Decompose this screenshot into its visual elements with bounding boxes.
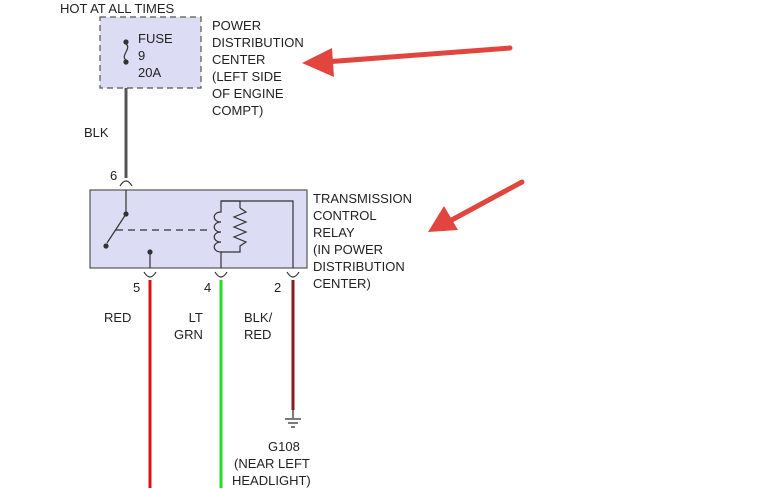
blk-red-wire-label: BLK/ RED [244, 310, 273, 342]
fuse-number: 9 [138, 48, 146, 63]
bottom-connectors [143, 271, 300, 278]
pin-5-label: 5 [133, 280, 141, 295]
pdc-label-4: OF ENGINE [212, 86, 284, 101]
ground-location-0: (NEAR LEFT [234, 456, 310, 471]
hot-at-all-times-label: HOT AT ALL TIMES [60, 1, 175, 16]
relay-label-2: RELAY [313, 225, 355, 240]
lt-grn-wire-label: LT GRN [174, 310, 203, 342]
arrow-icon [302, 45, 513, 77]
pdc-label-1: DISTRIBUTION [212, 35, 304, 50]
relay-label-1: CONTROL [313, 208, 377, 223]
ground-icon [285, 410, 301, 428]
pdc-label-0: POWER [212, 18, 262, 33]
relay-box [89, 189, 308, 269]
pdc-label-2: CENTER [212, 52, 266, 67]
ground-location-1: HEADLIGHT) [232, 473, 311, 488]
ground-id: G108 [268, 439, 300, 454]
red-wire-label: RED [104, 310, 132, 325]
relay-switch [103, 190, 212, 268]
blk-wire-label: BLK [84, 125, 109, 140]
relay-label-4: DISTRIBUTION [313, 259, 405, 274]
relay-label-5: CENTER) [313, 276, 371, 291]
relay-label-3: (IN POWER [313, 242, 384, 257]
relay-label-0: TRANSMISSION [313, 191, 412, 206]
pin-4-label: 4 [204, 280, 212, 295]
pdc-label-5: COMPT) [212, 103, 264, 118]
connector-6 [119, 180, 133, 187]
fuse-rating: 20A [138, 65, 162, 80]
pin-6-label: 6 [110, 168, 118, 183]
fuse-symbol [123, 39, 129, 65]
fuse-box [99, 16, 202, 89]
relay-coil [213, 200, 294, 268]
arrow-icon [428, 179, 525, 232]
fuse-name: FUSE [138, 31, 173, 46]
pdc-label-3: (LEFT SIDE [212, 69, 282, 84]
pin-2-label: 2 [274, 280, 282, 295]
